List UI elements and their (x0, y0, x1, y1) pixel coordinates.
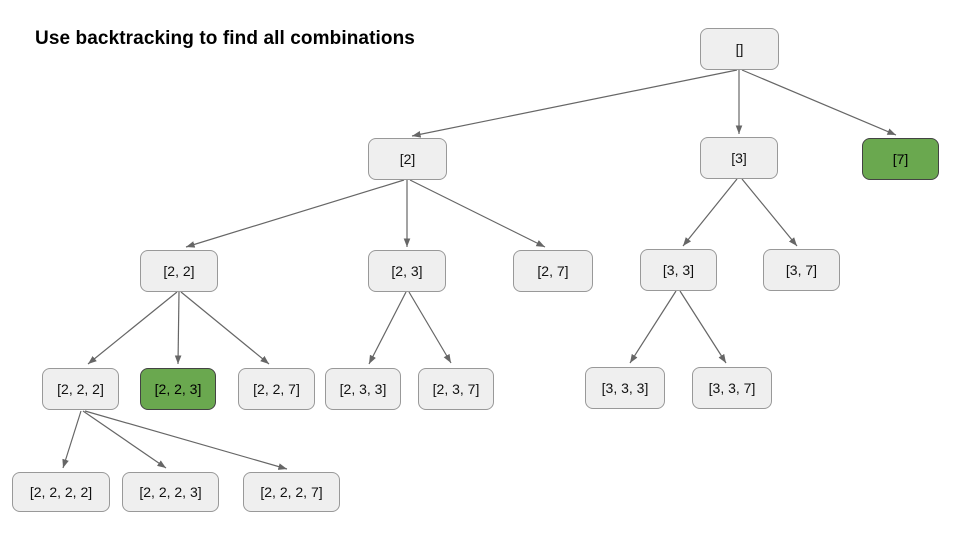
edge-22-223 (174, 291, 182, 365)
tree-node-2-3-7: [2, 3, 7] (418, 368, 494, 410)
tree-node-2: [2] (368, 138, 447, 180)
tree-node-2-3: [2, 3] (368, 250, 446, 292)
tree-node-2-3-3: [2, 3, 3] (325, 368, 401, 410)
edge-222-2222 (62, 410, 82, 469)
tree-node-7: [7] (862, 138, 939, 180)
edge-23-233 (368, 291, 407, 365)
edge-222-2223 (82, 410, 167, 469)
tree-node-2-2: [2, 2] (140, 250, 218, 292)
tree-node-3-3: [3, 3] (640, 249, 717, 291)
tree-node-2-2-2-2: [2, 2, 2, 2] (12, 472, 110, 512)
edge-33-333 (629, 290, 677, 364)
edge-2-22 (185, 179, 405, 248)
tree-node-2-7: [2, 7] (513, 250, 593, 292)
tree-node-2-2-2-7: [2, 2, 2, 7] (243, 472, 340, 512)
tree-node-root: [] (700, 28, 779, 70)
tree-node-2-2-2: [2, 2, 2] (42, 368, 119, 410)
edge-root-7 (741, 69, 897, 136)
tree-node-3-3-3: [3, 3, 3] (585, 367, 665, 409)
tree-node-2-2-3: [2, 2, 3] (140, 368, 216, 410)
edge-33-337 (679, 290, 727, 364)
edge-222-2227 (84, 410, 288, 470)
tree-node-3-7: [3, 7] (763, 249, 840, 291)
tree-node-2-2-7: [2, 2, 7] (238, 368, 315, 410)
diagram-title: Use backtracking to find all combination… (35, 28, 415, 49)
edge-23-237 (408, 291, 452, 364)
edge-3-37 (741, 178, 798, 247)
edge-2-27 (409, 179, 546, 248)
tree-node-3-3-7: [3, 3, 7] (692, 367, 772, 409)
edge-root-2 (411, 69, 738, 138)
edge-22-222 (87, 291, 178, 365)
edge-22-227 (180, 291, 270, 365)
tree-node-2-2-2-3: [2, 2, 2, 3] (122, 472, 219, 512)
tree-node-3: [3] (700, 137, 778, 179)
edge-3-33 (682, 178, 738, 247)
